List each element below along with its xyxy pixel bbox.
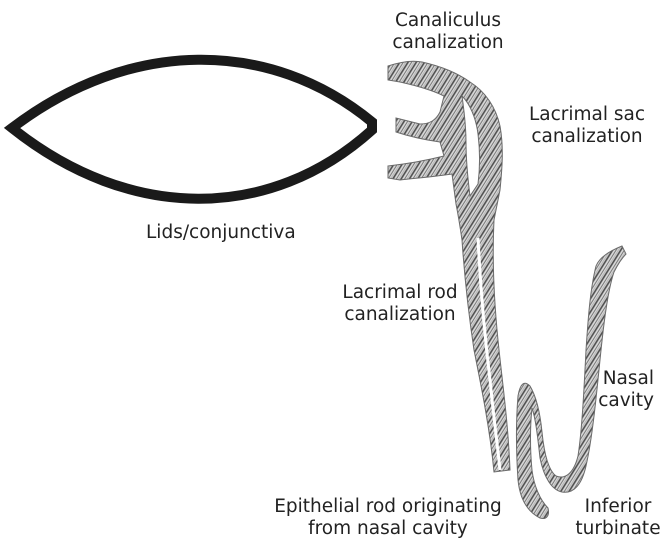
label-epithelial-rod: Epithelial rod originating from nasal ca… — [264, 496, 512, 540]
label-line: cavity — [592, 390, 654, 412]
label-lacrimal-sac-canalization: Lacrimal sac canalization — [522, 104, 652, 148]
label-line: Nasal — [592, 368, 654, 390]
label-line: turbinate — [570, 518, 666, 540]
canaliculus-and-lacrimal-sac-shape — [388, 61, 510, 472]
label-inferior-turbinate: Inferior turbinate — [570, 496, 666, 540]
label-line: Inferior — [570, 496, 666, 518]
label-line: Canaliculus — [388, 10, 508, 32]
label-line: from nasal cavity — [264, 518, 512, 540]
label-line: Lacrimal sac — [522, 104, 652, 126]
label-lids-conjunctiva: Lids/conjunctiva — [146, 222, 296, 244]
label-lacrimal-rod-canalization: Lacrimal rod canalization — [334, 282, 466, 326]
label-line: Lids/conjunctiva — [146, 222, 296, 244]
label-line: Epithelial rod originating — [264, 496, 512, 518]
label-line: canalization — [388, 32, 508, 54]
label-line: canalization — [334, 304, 466, 326]
label-canaliculus-canalization: Canaliculus canalization — [388, 10, 508, 54]
label-nasal-cavity: Nasal cavity — [592, 368, 654, 412]
label-line: canalization — [522, 126, 652, 148]
lids-conjunctiva-outline — [12, 60, 372, 199]
label-line: Lacrimal rod — [334, 282, 466, 304]
